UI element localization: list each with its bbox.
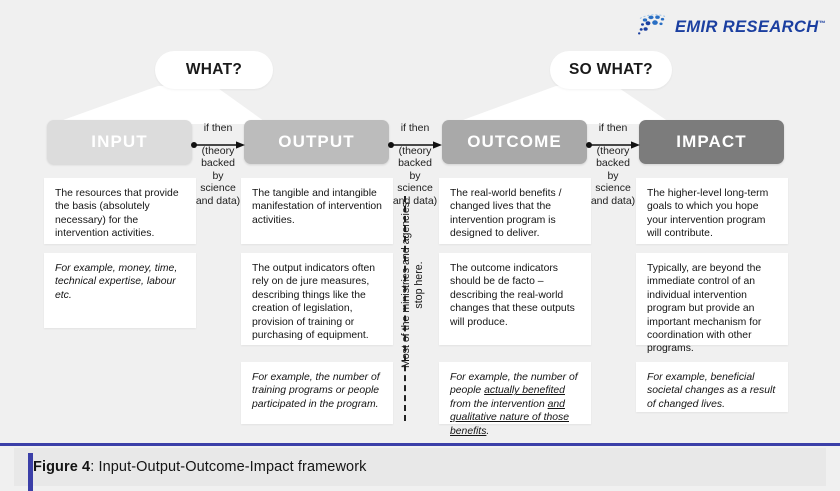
connector-label-line1: if then bbox=[203, 122, 233, 134]
ministries-divider-line bbox=[404, 196, 406, 421]
caption-accent-bar bbox=[28, 453, 33, 491]
card-outcome-3: For example, the number of people actual… bbox=[439, 362, 591, 437]
bubble-what: WHAT? bbox=[155, 51, 273, 89]
if-then-arrow-icon bbox=[586, 141, 640, 149]
header-output[interactable]: OUTPUT bbox=[244, 120, 389, 164]
caption-top-rule bbox=[0, 443, 840, 446]
caption-text: Figure 4: Input-Output-Outcome-Impact fr… bbox=[33, 459, 366, 475]
emir-research-logo: EMIR RESEARCH™ bbox=[636, 13, 826, 41]
logo-trademark: ™ bbox=[818, 20, 826, 27]
connector-output-outcome: if then (theory backed by science and da… bbox=[388, 122, 442, 208]
logo-wordmark: EMIR RESEARCH™ bbox=[674, 17, 826, 36]
dotted-globe-icon bbox=[636, 13, 670, 41]
card-outcome-3-text: For example, the number of people actual… bbox=[450, 372, 578, 437]
connector-label-line2: (theory backed by science and data) bbox=[195, 144, 241, 207]
card-impact-1: The higher-level long-term goals to whic… bbox=[636, 178, 788, 244]
card-output-3: For example, the number of training prog… bbox=[241, 362, 393, 424]
caption-title: Input-Output-Outcome-Impact framework bbox=[98, 459, 367, 475]
bubble-so-what: SO WHAT? bbox=[550, 51, 672, 89]
connector-label-line1: if then bbox=[598, 122, 628, 134]
figure-caption-area: Figure 4: Input-Output-Outcome-Impact fr… bbox=[0, 443, 840, 491]
card-input-1: The resources that provide the basis (ab… bbox=[44, 178, 196, 244]
caption-figure-label: Figure 4 bbox=[33, 459, 91, 475]
connector-label-line2: (theory backed by science and data) bbox=[392, 144, 438, 207]
so-what-flare-shape bbox=[452, 86, 672, 124]
if-then-arrow-icon bbox=[191, 141, 245, 149]
card-input-2: For example, money, time, technical expe… bbox=[44, 253, 196, 328]
what-flare-shape bbox=[52, 86, 268, 124]
header-outcome[interactable]: OUTCOME bbox=[442, 120, 587, 164]
header-input[interactable]: INPUT bbox=[47, 120, 192, 164]
card-impact-3: For example, beneficial societal changes… bbox=[636, 362, 788, 412]
connector-label-line2: (theory backed by science and data) bbox=[590, 144, 636, 207]
if-then-arrow-icon bbox=[388, 141, 442, 149]
connector-outcome-impact: if then (theory backed by science and da… bbox=[586, 122, 640, 208]
card-outcome-2: The outcome indicators should be de fact… bbox=[439, 253, 591, 345]
card-output-2: The output indicators often rely on de j… bbox=[241, 253, 393, 345]
caption-separator: : bbox=[90, 459, 99, 475]
caption-bar: Figure 4: Input-Output-Outcome-Impact fr… bbox=[14, 448, 826, 491]
card-outcome-1: The real-world benefits / changed lives … bbox=[439, 178, 591, 244]
ministries-stop-here-note: Most of the ministries and agencies stop… bbox=[400, 201, 425, 369]
header-impact[interactable]: IMPACT bbox=[639, 120, 784, 164]
framework-diagram: WHAT? SO WHAT? INPUT OUTPUT OUTCOME IMPA… bbox=[44, 51, 788, 437]
connector-input-output: if then (theory backed by science and da… bbox=[191, 122, 245, 208]
connector-label-line1: if then bbox=[400, 122, 430, 134]
card-output-1: The tangible and intangible manifestatio… bbox=[241, 178, 393, 244]
card-impact-2: Typically, are beyond the immediate cont… bbox=[636, 253, 788, 354]
